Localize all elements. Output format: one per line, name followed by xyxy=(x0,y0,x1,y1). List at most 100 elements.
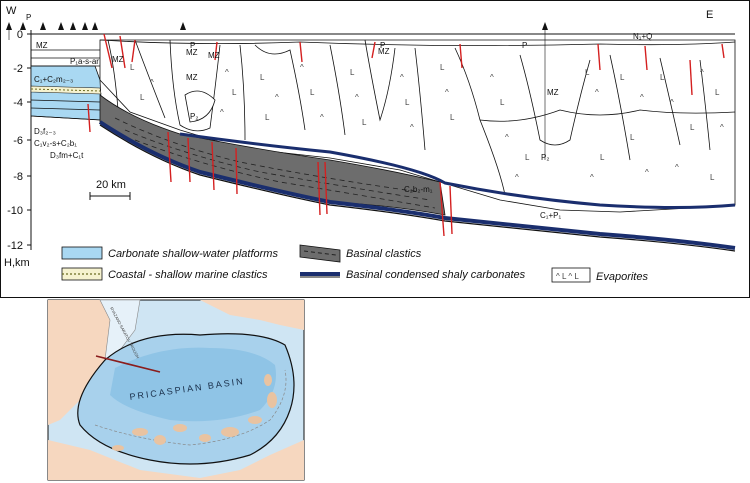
y-ticks xyxy=(27,33,31,246)
svg-text:^: ^ xyxy=(515,173,519,182)
svg-text:L: L xyxy=(350,68,355,77)
map-land-ne xyxy=(200,300,304,330)
legend-carbonate: Carbonate shallow-water platforms xyxy=(108,248,278,260)
map-land-s xyxy=(48,440,304,480)
svg-text:L: L xyxy=(715,88,720,97)
label-c1v2: C₁v₂-s+C₂b₁ xyxy=(34,139,77,148)
svg-text:L: L xyxy=(405,98,410,107)
svg-text:^: ^ xyxy=(400,73,404,82)
svg-text:^: ^ xyxy=(595,88,599,97)
svg-text:^: ^ xyxy=(355,93,359,102)
svg-text:^: ^ xyxy=(300,63,304,72)
svg-text:L: L xyxy=(710,173,715,182)
svg-text:L: L xyxy=(232,88,237,97)
label-c1p1: C₁+P₁ xyxy=(540,211,561,220)
y-tick-10: -10 xyxy=(7,205,23,217)
y-tick-8: -8 xyxy=(13,171,23,183)
location-map: PRICASPIAN BASIN RYAZANO-SARATOV TROUGH xyxy=(47,299,305,481)
svg-text:^: ^ xyxy=(445,88,449,97)
svg-text:^: ^ xyxy=(150,78,154,87)
scale-bar xyxy=(89,192,131,200)
svg-text:L: L xyxy=(630,133,635,142)
map-basin-dashed xyxy=(94,369,287,446)
west-strata xyxy=(30,49,101,121)
label-d3fm: D₃fm+C₁t xyxy=(50,151,84,160)
label-mz-4: MZ xyxy=(186,73,198,82)
svg-text:^: ^ xyxy=(320,113,324,122)
svg-text:L: L xyxy=(600,153,605,162)
map-basin-deep xyxy=(110,347,276,422)
svg-text:^: ^ xyxy=(590,173,594,182)
svg-text:^: ^ xyxy=(670,98,674,107)
legend-evaporites: Evaporites xyxy=(596,271,648,283)
map-profile-line xyxy=(95,355,161,373)
svg-text:L: L xyxy=(130,63,135,72)
svg-text:L: L xyxy=(440,63,445,72)
label-mz-5: MZ xyxy=(378,47,390,56)
label-p-1: P xyxy=(190,41,195,50)
svg-text:^: ^ xyxy=(220,108,224,117)
label-mz-2: MZ xyxy=(186,48,198,57)
scale-bar-label: 20 km xyxy=(96,179,126,191)
svg-text:^: ^ xyxy=(675,163,679,172)
well-markers xyxy=(6,22,548,30)
svg-text:L: L xyxy=(620,73,625,82)
svg-text:^ L ^ L: ^ L ^ L xyxy=(556,272,579,281)
svg-text:^: ^ xyxy=(645,168,649,177)
svg-text:L: L xyxy=(585,68,590,77)
svg-text:^: ^ xyxy=(490,73,494,82)
legend-coastal: Coastal - shallow marine clastics xyxy=(108,269,268,281)
y-tick-12: -12 xyxy=(7,240,23,252)
svg-text:^: ^ xyxy=(640,93,644,102)
label-d3f: D₃f₂₋₃ xyxy=(34,127,56,136)
svg-text:^: ^ xyxy=(720,123,724,132)
label-p2-b: P₂ xyxy=(541,153,549,162)
svg-text:L: L xyxy=(265,113,270,122)
svg-text:^: ^ xyxy=(700,68,704,77)
label-p-west: P xyxy=(26,13,31,22)
legend: Carbonate shallow-water platforms Coasta… xyxy=(61,244,648,283)
svg-text:^: ^ xyxy=(505,133,509,142)
label-p1as-ar: P₁a-s-ar xyxy=(70,57,99,66)
label-p2-a: P₂ xyxy=(190,112,198,121)
condensed-carbonates xyxy=(98,120,736,250)
svg-text:L: L xyxy=(450,113,455,122)
svg-text:L: L xyxy=(362,118,367,127)
svg-text:^: ^ xyxy=(275,93,279,102)
label-mz-big: MZ xyxy=(547,88,559,97)
cross-section: 0 -2 -4 -6 -8 -10 -12 H,km W E xyxy=(4,5,736,283)
label-p-2: P xyxy=(380,41,385,50)
y-tick-4: -4 xyxy=(13,97,23,109)
label-p-3: P xyxy=(522,41,527,50)
east-label: E xyxy=(706,9,713,21)
svg-text:L: L xyxy=(500,98,505,107)
label-mz-west: MZ xyxy=(36,41,48,50)
svg-text:L: L xyxy=(260,73,265,82)
legend-swatch-carbonate xyxy=(61,246,103,260)
label-c2b2: C₂b₂-m₁ xyxy=(404,185,433,194)
map-salt-domes xyxy=(112,374,277,451)
svg-text:L: L xyxy=(310,88,315,97)
svg-text:L: L xyxy=(660,73,665,82)
evaporite-symbols: L^L ^L^ L^L ^L^ L^L ^L^ L^L ^L^ L^ L^L^ … xyxy=(130,63,724,182)
condensed-upper xyxy=(179,132,736,209)
svg-text:L: L xyxy=(690,123,695,132)
y-tick-2: -2 xyxy=(13,63,23,75)
svg-text:^: ^ xyxy=(225,68,229,77)
label-n1q: N₁+Q xyxy=(633,32,652,41)
clastics-dashes xyxy=(114,117,436,209)
label-mz-3: MZ xyxy=(208,51,220,60)
svg-text:L: L xyxy=(525,153,530,162)
faults xyxy=(87,33,725,237)
svg-text:L: L xyxy=(140,93,145,102)
legend-condensed: Basinal condensed shaly carbonates xyxy=(346,269,526,281)
label-c1c2: C₁+C₂m₂₋₃ xyxy=(34,75,73,84)
west-label: W xyxy=(6,5,17,17)
svg-text:^: ^ xyxy=(410,123,414,132)
salt-domes xyxy=(107,39,736,196)
y-axis-title: H,km xyxy=(4,257,30,269)
legend-basinal-clastics: Basinal clastics xyxy=(346,248,422,260)
y-tick-0: 0 xyxy=(17,29,23,41)
y-tick-6: -6 xyxy=(13,135,23,147)
